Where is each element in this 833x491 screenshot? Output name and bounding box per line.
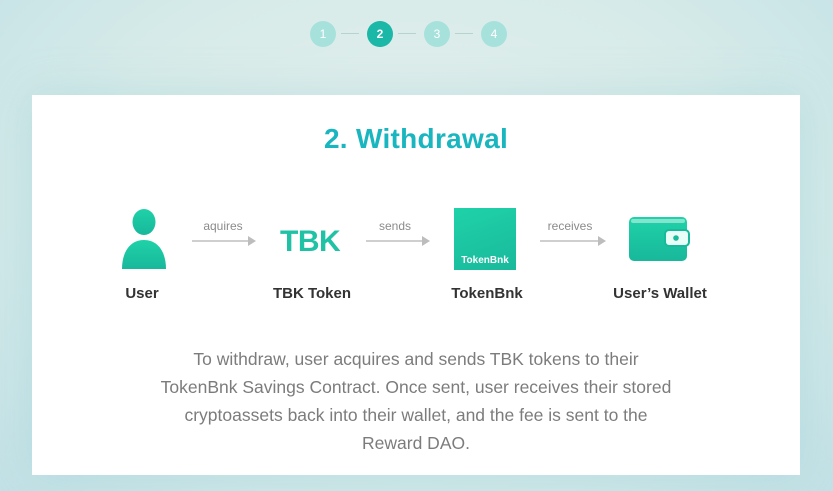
arrowhead xyxy=(422,236,430,246)
sends-label: sends xyxy=(378,219,412,233)
arrow-1 xyxy=(192,236,256,246)
step-connector xyxy=(455,33,473,34)
withdrawal-card: 2. Withdrawal User aquires TBK TBK Token… xyxy=(32,95,800,475)
arrowhead xyxy=(248,236,256,246)
step-2-button[interactable]: 2 xyxy=(367,21,393,47)
tbk-token-label: TBK Token xyxy=(272,285,352,302)
user-icon xyxy=(122,209,166,269)
step-4-button[interactable]: 4 xyxy=(481,21,507,47)
step-connector xyxy=(341,33,359,34)
step-1-button[interactable]: 1 xyxy=(310,21,336,47)
aquires-label: aquires xyxy=(203,219,243,233)
wallet-label: User’s Wallet xyxy=(613,285,707,302)
description-text: To withdraw, user acquires and sends TBK… xyxy=(160,349,672,453)
user-label: User xyxy=(125,285,159,302)
card-title: 2. Withdrawal xyxy=(323,123,509,154)
tokenbnk-label: TokenBnk xyxy=(451,285,523,302)
receives-label: receives xyxy=(547,219,593,233)
tokenbnk-logo-text: TokenBnk xyxy=(461,255,509,266)
arrow-3 xyxy=(540,236,606,246)
step-3-button[interactable]: 3 xyxy=(424,21,450,47)
wallet-icon xyxy=(629,217,690,261)
step-connector xyxy=(398,33,416,34)
arrowhead xyxy=(598,236,606,246)
tokenbnk-logo: TokenBnk xyxy=(454,208,516,270)
tbk-token-logo: TBK xyxy=(280,225,341,258)
arrow-2 xyxy=(366,236,430,246)
stepper: 1 2 3 4 xyxy=(0,21,833,47)
